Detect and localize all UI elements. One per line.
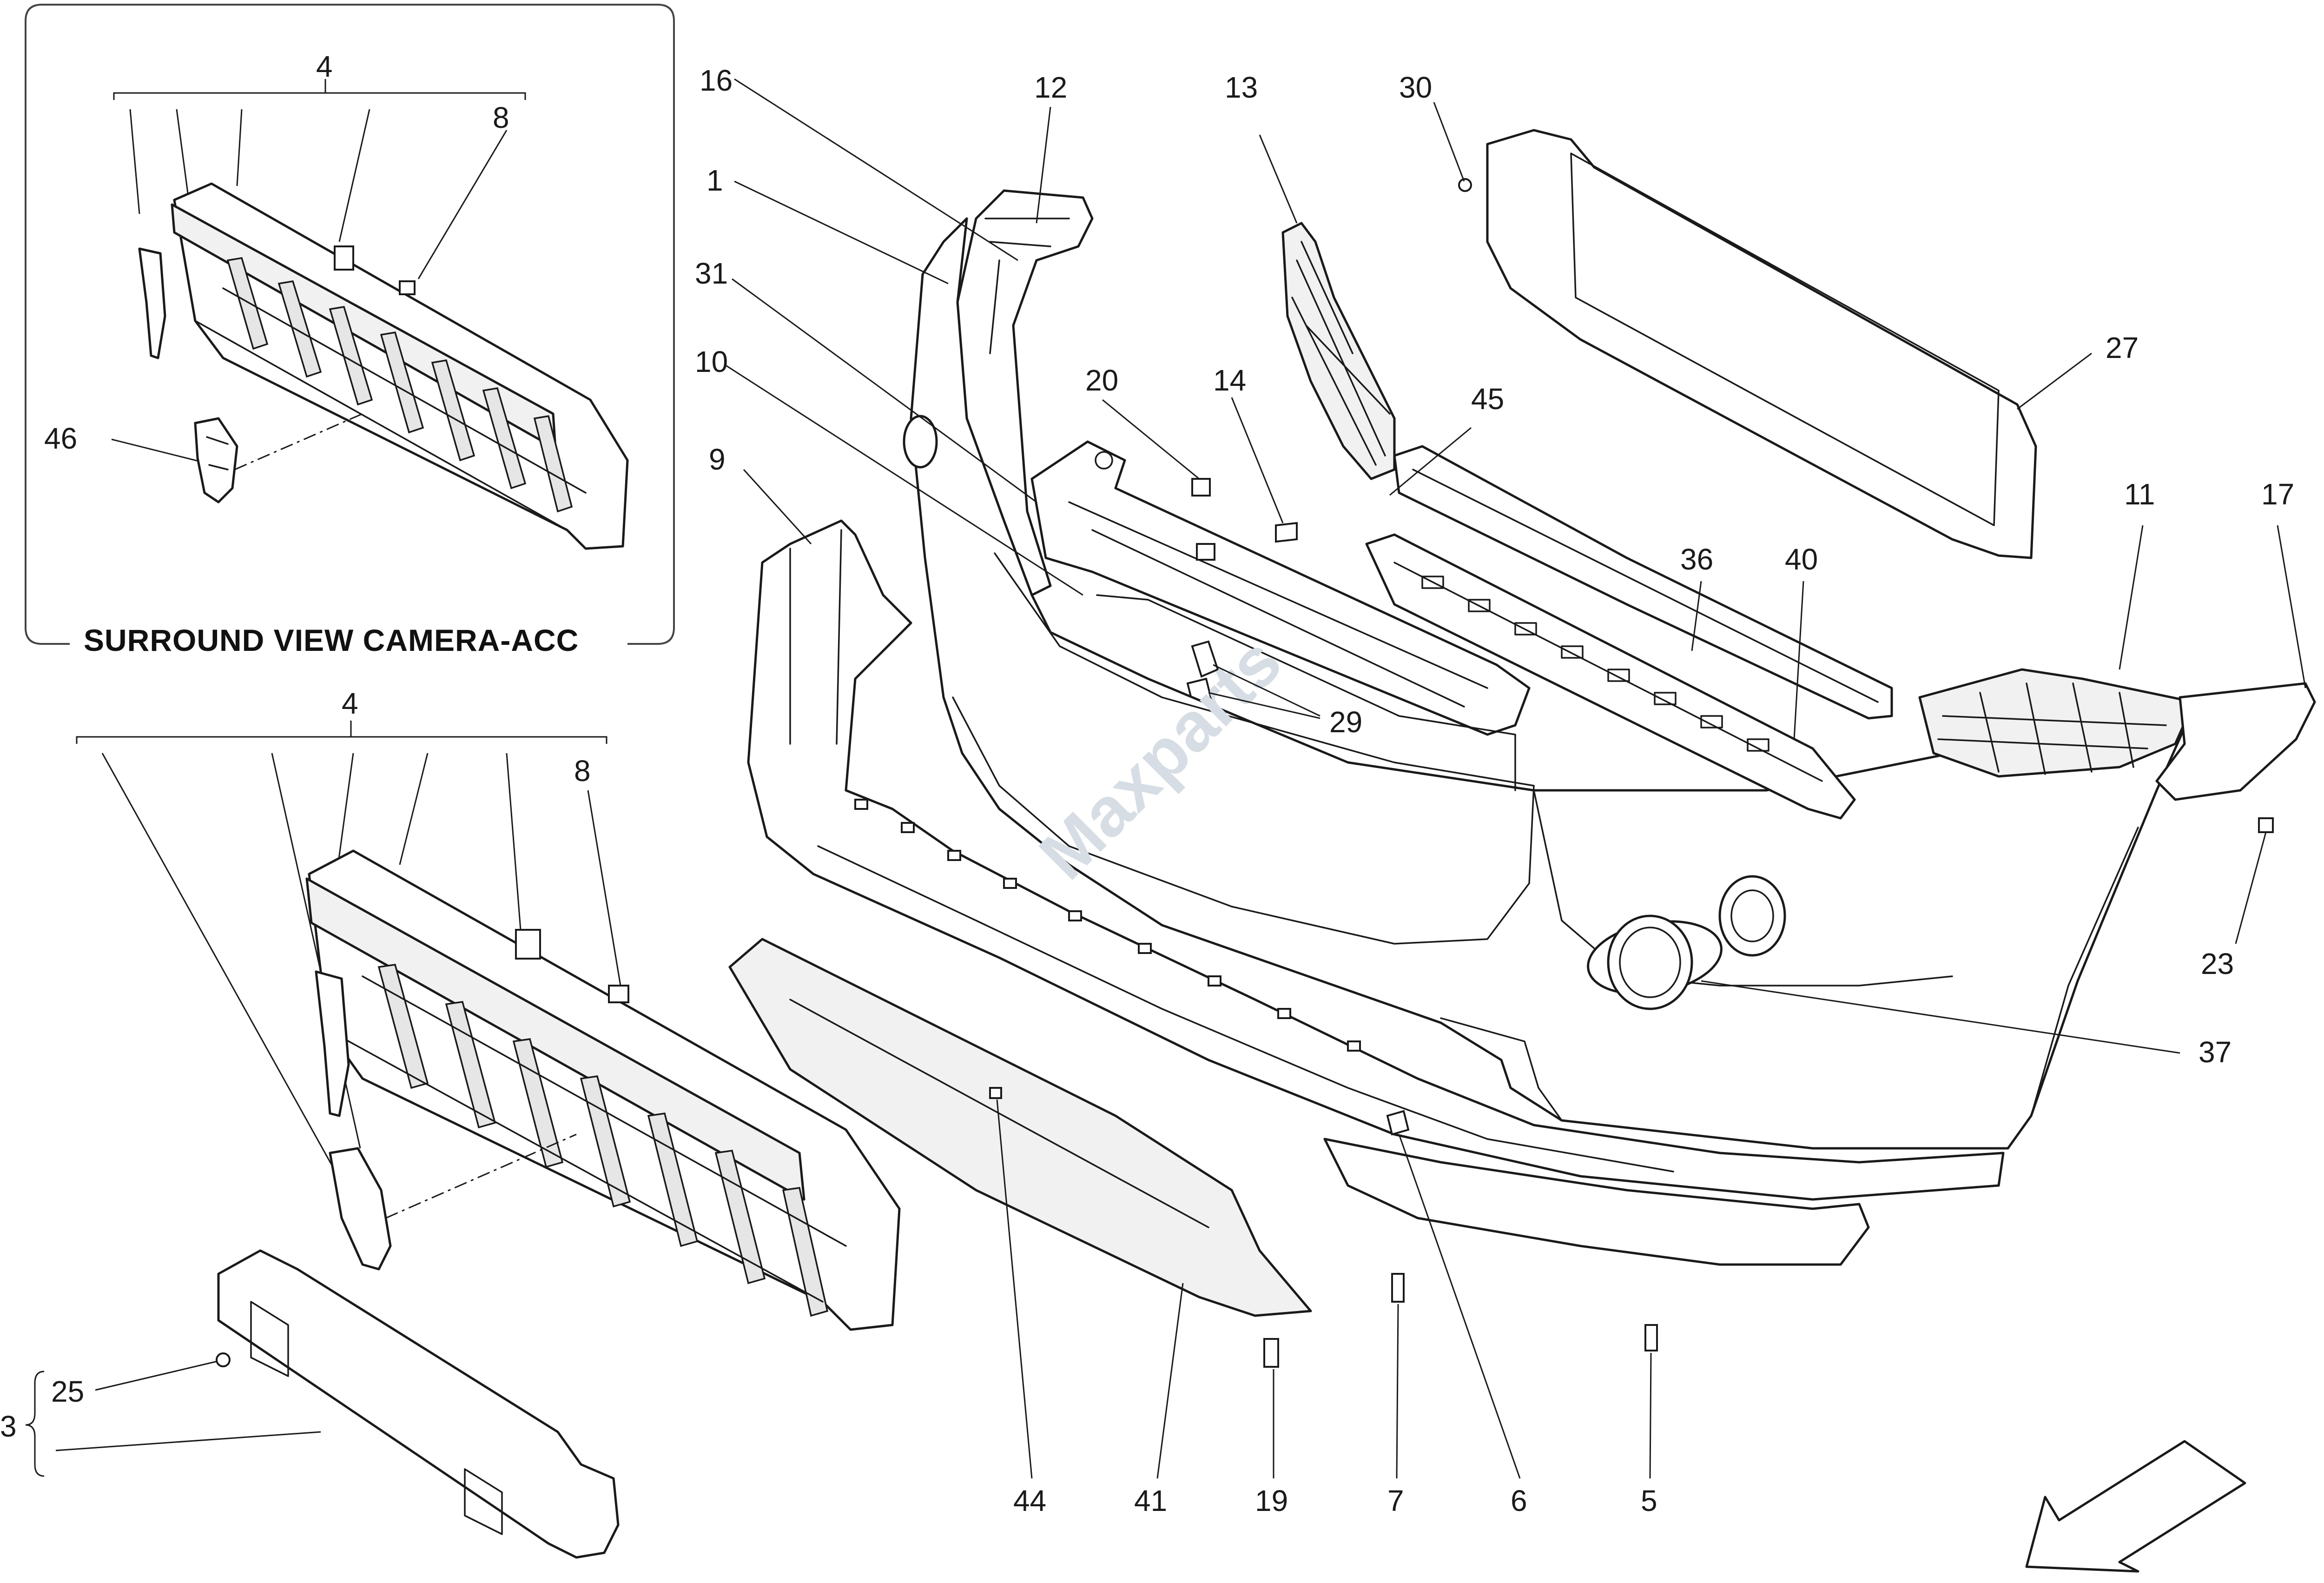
inset-camera [194, 417, 238, 503]
clip-44 [989, 1087, 1002, 1099]
label-7: 7 [1387, 1484, 1404, 1517]
label-17: 16 [700, 64, 733, 97]
label-1: 1 [706, 164, 723, 197]
center-mesh-insert [1281, 222, 1396, 480]
label-5: 5 [1641, 1484, 1657, 1517]
front-grille [76, 721, 901, 1331]
bolt-14 [1275, 522, 1298, 543]
label-31: 31 [695, 257, 728, 290]
fog-light-bezel [1587, 875, 1786, 1010]
label-29: 29 [1329, 705, 1362, 739]
inset-label-4: 4 [316, 50, 333, 83]
label-25: 27 [2106, 331, 2139, 364]
label-3: 3 [0, 1410, 17, 1443]
label-19: 19 [1255, 1484, 1288, 1517]
label-44: 44 [1013, 1484, 1046, 1517]
label-16: 17 [2261, 477, 2294, 511]
lower-spoiler [747, 519, 2005, 1201]
part-labels: 16 1 31 10 9 12 13 30 20 14 45 27 36 40 … [0, 64, 2294, 1517]
label-45: 45 [1471, 382, 1504, 416]
grille-bracket [515, 929, 541, 960]
inset-caption: SURROUND VIEW CAMERA-ACC [84, 623, 579, 657]
label-40: 40 [1785, 543, 1818, 576]
grille-side-trim [315, 970, 350, 1117]
side-trim-16 [2155, 682, 2316, 801]
label-13: 13 [1225, 71, 1258, 104]
label-36: 36 [1680, 543, 1713, 576]
front-direction-arrow-icon [2025, 1440, 2246, 1573]
label-14: 14 [1213, 364, 1246, 397]
front-splitter [728, 938, 1312, 1317]
label-6: 6 [1511, 1484, 1527, 1517]
lower-grille-insert [1365, 533, 1856, 820]
label-11: 11 [2124, 477, 2155, 511]
label-12: 12 [1034, 71, 1067, 104]
clip-6 [1386, 1110, 1410, 1136]
leader-lines [725, 78, 2306, 1479]
inset-surround-view-camera: SURROUND VIEW CAMERA-ACC [25, 4, 675, 657]
inset-label-8: 8 [493, 101, 509, 134]
label-30: 30 [1399, 71, 1432, 104]
label-41: 41 [1134, 1484, 1167, 1517]
air-duct-frame [1458, 129, 2037, 559]
clip-29a [1191, 640, 1219, 678]
upper-seal-strip [1393, 445, 1893, 720]
label-9: 9 [709, 443, 726, 476]
label-23: 23 [2201, 947, 2234, 980]
label-10: 10 [695, 345, 728, 378]
camera-bracket [329, 1147, 392, 1271]
side-grille [1918, 668, 2316, 833]
screw-30 [1458, 178, 1472, 192]
licence-plate-holder [25, 1249, 620, 1559]
clip-8 [608, 985, 629, 1003]
label-20: 20 [1085, 364, 1118, 397]
lower-lip-panel [1323, 1110, 1870, 1266]
inset-bracket [334, 245, 354, 271]
screw-19 [1263, 1338, 1279, 1368]
screw-23 [2258, 817, 2274, 833]
bolt-20 [1191, 478, 1211, 497]
inset-label-46: 46 [44, 422, 77, 455]
inset-clip-8 [399, 280, 416, 295]
screw-5 [1644, 1324, 1658, 1351]
front-bumper-shell [903, 217, 2195, 1150]
label-27: 25 [51, 1375, 84, 1408]
inset-side-trim [138, 247, 166, 359]
screw-7 [1391, 1273, 1405, 1303]
label-8: 8 [574, 754, 591, 788]
tow-hook-cover [903, 415, 938, 469]
washer-20 [1196, 543, 1215, 561]
label-4: 4 [342, 687, 358, 720]
label-37: 37 [2199, 1035, 2232, 1069]
inset-grille [171, 182, 629, 550]
